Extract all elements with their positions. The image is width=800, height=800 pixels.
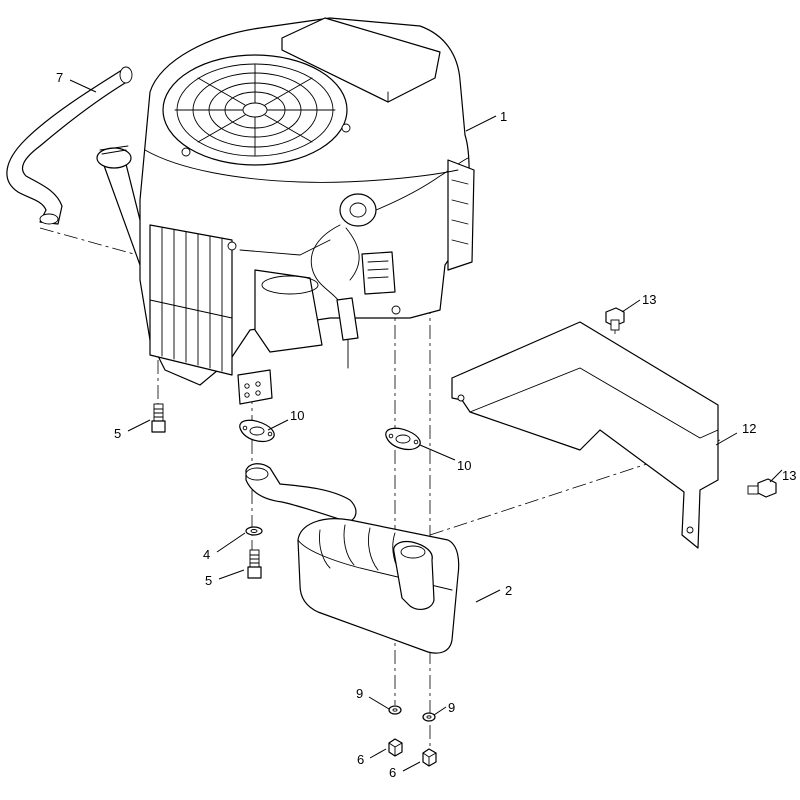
callout-9-left: 9: [356, 686, 363, 701]
leader-7: [69, 79, 97, 93]
engine-assembly: [96, 17, 475, 405]
leader-6a: [369, 748, 387, 759]
leader-6b: [402, 761, 421, 772]
leader-2: [475, 589, 501, 603]
heat-shield: [451, 321, 719, 549]
leader-9a: [368, 696, 390, 710]
callout-5-lower: 5: [205, 573, 212, 588]
bolt-lower: [247, 549, 262, 579]
nut-right: [422, 748, 437, 767]
leader-12: [715, 432, 738, 446]
lock-washer-right: [422, 712, 436, 722]
leader-9b: [433, 706, 447, 716]
callout-labels: 1 2 4 5 5 6 6 7 9 9 10 10 12 13 13: [56, 70, 796, 780]
muffler: [245, 463, 460, 654]
leader-lines: [69, 79, 783, 772]
exhaust-gasket-right: [385, 427, 421, 451]
fuel-filter: [336, 297, 359, 341]
callout-13-lower: 13: [782, 468, 796, 483]
callout-9-right: 9: [448, 700, 455, 715]
hose-end-lower: [39, 213, 59, 225]
rectifier-box: [361, 251, 396, 295]
callout-1: 1: [500, 109, 507, 124]
nut-left: [388, 738, 403, 757]
callout-10-left: 10: [290, 408, 304, 423]
callout-12: 12: [742, 421, 756, 436]
hose-end-upper: [119, 66, 133, 84]
leader-13a: [621, 299, 641, 313]
dipstick-cap: [96, 147, 132, 169]
bolt-upper: [151, 403, 166, 433]
callout-4: 4: [203, 547, 210, 562]
regulator-unit: [447, 159, 475, 271]
callout-13-upper: 13: [642, 292, 656, 307]
breather-hose: [6, 66, 133, 225]
callout-7: 7: [56, 70, 63, 85]
flywheel-screen: [162, 54, 348, 166]
screw-upper: [605, 307, 625, 331]
callout-2: 2: [505, 583, 512, 598]
callout-10-right: 10: [457, 458, 471, 473]
fuel-system: [310, 157, 469, 369]
washer: [245, 526, 263, 536]
lock-washer-left: [388, 705, 402, 715]
muffler-outlet: [393, 540, 435, 610]
fuel-pump: [339, 193, 377, 227]
leader-4: [216, 532, 246, 553]
leader-5b: [218, 569, 245, 580]
callout-5-upper: 5: [114, 426, 121, 441]
leader-5a: [127, 419, 151, 432]
exhaust-gasket-left: [239, 419, 275, 443]
exhaust-port-block: [237, 369, 273, 405]
muffler-inlet-pipe: [245, 463, 357, 523]
leader-1: [465, 115, 497, 132]
leader-10a: [267, 419, 289, 431]
leader-13b: [769, 469, 783, 483]
callout-6-left: 6: [357, 752, 364, 767]
callout-6-right: 6: [389, 765, 396, 780]
screw-lower: [747, 478, 777, 498]
leader-10b: [419, 444, 456, 461]
cylinder-fins: [149, 224, 233, 376]
